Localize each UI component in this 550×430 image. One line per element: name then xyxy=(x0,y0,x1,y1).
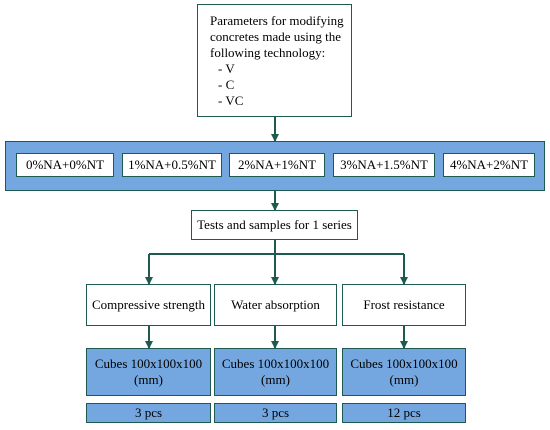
sample-box: Cubes 100x100x100 (mm) xyxy=(342,348,466,396)
sample-box: Cubes 100x100x100 (mm) xyxy=(214,348,337,396)
technology-item: VC xyxy=(218,93,351,109)
mix-box: 2%NA+1%NT xyxy=(229,153,325,177)
quantity-box: 3 pcs xyxy=(86,403,211,423)
parameters-heading: Parameters for modifying concretes made … xyxy=(210,13,344,60)
technology-item: C xyxy=(218,77,351,93)
technology-list: V C VC xyxy=(210,61,351,109)
mix-box: 4%NA+2%NT xyxy=(443,153,535,177)
test-name-box: Frost resistance xyxy=(342,284,466,326)
test-name-box: Compressive strength xyxy=(86,284,211,326)
test-name-box: Water absorption xyxy=(214,284,337,326)
sample-box: Cubes 100x100x100 (mm) xyxy=(86,348,211,396)
parameters-box: Parameters for modifying concretes made … xyxy=(197,4,352,117)
mix-box: 1%NA+0.5%NT xyxy=(122,153,222,177)
tests-box: Tests and samples for 1 series xyxy=(191,210,358,240)
mix-box: 0%NA+0%NT xyxy=(16,153,114,177)
mix-box: 3%NA+1.5%NT xyxy=(333,153,435,177)
quantity-box: 12 pcs xyxy=(342,403,466,423)
technology-item: V xyxy=(218,61,351,77)
quantity-box: 3 pcs xyxy=(214,403,337,423)
